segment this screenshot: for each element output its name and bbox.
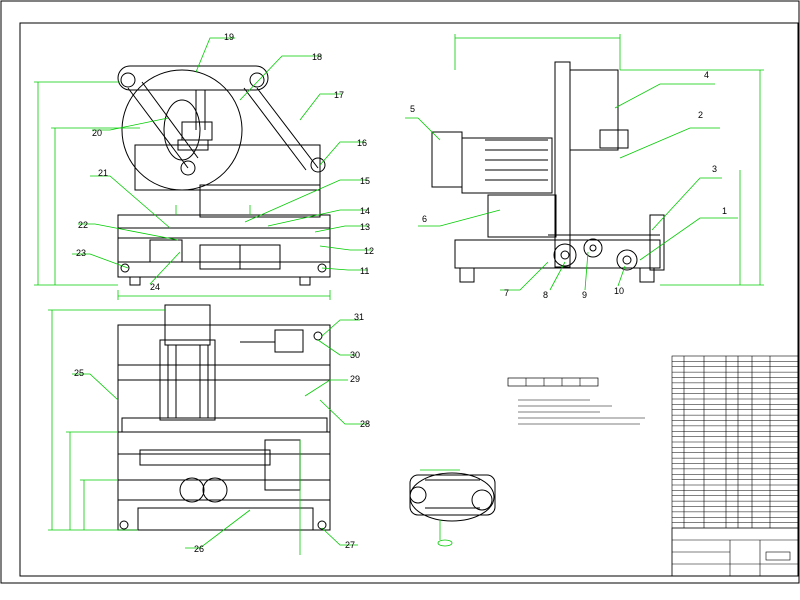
callout-28: 28 — [360, 419, 370, 429]
callout-12: 12 — [364, 246, 374, 256]
callout-27: 27 — [345, 540, 355, 550]
side-base — [454, 239, 661, 269]
callout-20: 20 — [92, 128, 102, 138]
front-view — [117, 65, 331, 286]
callout-23: 23 — [76, 248, 86, 258]
callout-25: 25 — [74, 368, 84, 378]
callout-5: 5 — [410, 104, 415, 114]
inner-frame — [19, 22, 799, 577]
callout-1: 1 — [722, 206, 727, 216]
callout-15: 15 — [360, 176, 370, 186]
callout-18: 18 — [312, 52, 322, 62]
callout-13: 13 — [360, 222, 370, 232]
front-housing — [134, 144, 321, 191]
top-base-plate — [137, 507, 314, 531]
callout-11: 11 — [360, 266, 369, 276]
iso-view — [409, 472, 496, 522]
side-dimensions — [454, 34, 764, 286]
top-frame — [117, 324, 331, 531]
callout-31: 31 — [354, 312, 364, 322]
callout-21: 21 — [98, 168, 108, 178]
upper-link — [117, 65, 269, 91]
callout-26: 26 — [194, 544, 204, 554]
iso-leaders — [420, 469, 460, 547]
callout-17: 17 — [334, 90, 344, 100]
side-gear-9 — [583, 238, 603, 258]
side-motor — [431, 131, 463, 188]
callout-16: 16 — [357, 138, 367, 148]
callout-labels: 1 2 3 4 5 6 7 8 9 10 11 12 13 14 15 16 1… — [74, 32, 727, 554]
side-gear-10 — [616, 249, 638, 271]
side-view — [431, 61, 665, 283]
callout-2: 2 — [698, 110, 703, 120]
top-plate — [121, 417, 328, 433]
callout-leaders — [72, 37, 738, 549]
front-base — [117, 214, 331, 278]
callout-24: 24 — [150, 282, 160, 292]
title-block — [671, 527, 799, 577]
callout-6: 6 — [422, 214, 427, 224]
callout-22: 22 — [78, 220, 88, 230]
top-dimensions — [48, 309, 301, 555]
callout-29: 29 — [350, 374, 360, 384]
callout-9: 9 — [582, 290, 587, 300]
side-plate — [554, 61, 571, 268]
callout-3: 3 — [712, 164, 717, 174]
parts-table — [671, 355, 799, 577]
side-gear-8 — [553, 243, 577, 267]
callout-8: 8 — [543, 290, 548, 300]
outer-frame — [0, 0, 800, 584]
top-view — [117, 304, 331, 531]
technical-notes — [507, 377, 645, 425]
callout-10: 10 — [614, 286, 624, 296]
callout-30: 30 — [350, 350, 360, 360]
front-dimensions — [34, 81, 331, 300]
callout-7: 7 — [504, 288, 509, 298]
callout-4: 4 — [704, 70, 709, 80]
callout-14: 14 — [360, 206, 370, 216]
callout-19: 19 — [224, 32, 234, 42]
